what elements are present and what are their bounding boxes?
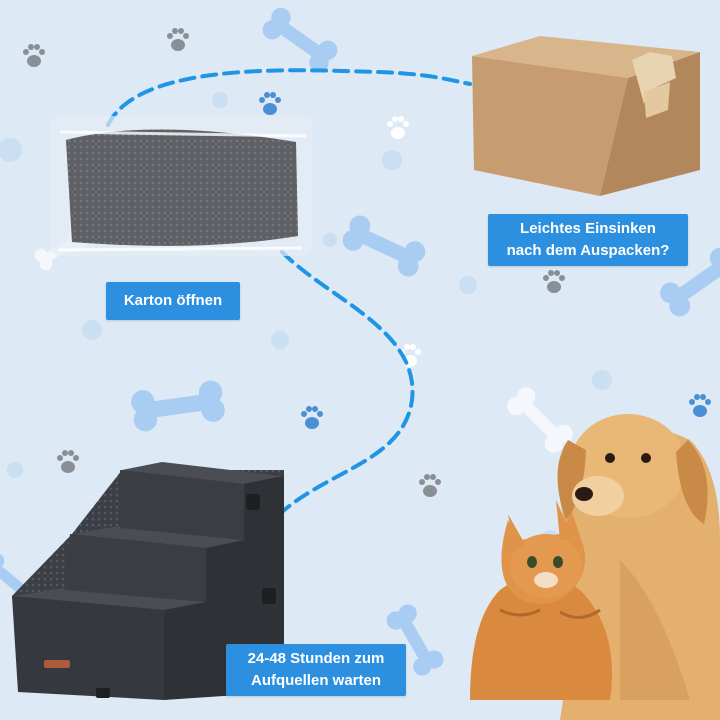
label-wait-swell-line2: Aufquellen warten [250,672,381,689]
label-slight-sinking-line2: nach dem Auspacken? [506,242,670,259]
label-open-box-text: Karton öffnen [123,292,223,309]
label-wait-swell-line1: 24-48 Stunden zum [247,650,385,667]
label-open-box: Karton öffnen [106,282,240,320]
label-wait-swell: 24-48 Stunden zum Aufquellen warten [226,644,406,696]
label-slight-sinking: Leichtes Einsinken nach dem Auspacken? [488,214,688,266]
label-slight-sinking-line1: Leichtes Einsinken [520,220,656,237]
